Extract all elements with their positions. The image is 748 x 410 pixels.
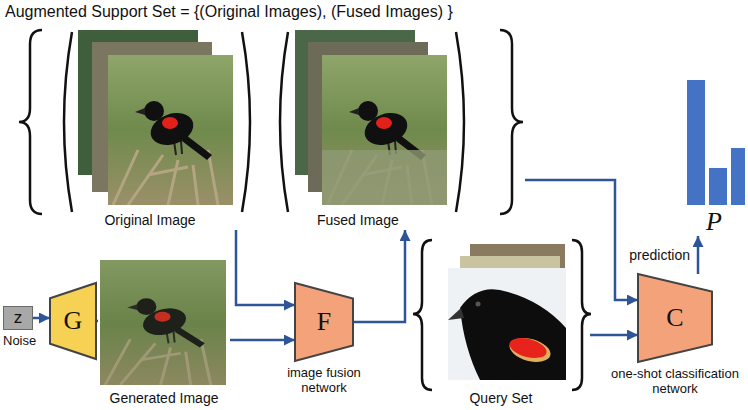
network-letter: F [295, 308, 353, 336]
prediction-chart: P [682, 76, 746, 236]
image-stack: Original Image [60, 28, 240, 230]
image-label: Fused Image [290, 212, 455, 228]
support-set-brackets [19, 30, 523, 214]
flow-arrow [236, 230, 295, 305]
image-stack: Fused Image [290, 28, 455, 230]
right-brace [500, 30, 523, 214]
bird-photo [448, 268, 566, 380]
generator-network: G [50, 283, 96, 359]
right-paren [456, 32, 464, 212]
network-letter: G [50, 307, 96, 335]
query-set: Query Set [412, 236, 590, 408]
right-paren [242, 32, 250, 212]
set-heading: Augmented Support Set = {(Original Image… [5, 2, 453, 22]
bar [687, 80, 705, 205]
edge-label: prediction [627, 247, 692, 263]
network-letter: C [638, 304, 712, 332]
left-brace [413, 240, 432, 390]
noise-symbol: z [4, 308, 32, 328]
image-label: Original Image [60, 212, 240, 228]
flow-arrow [33, 317, 50, 320]
noise-vector: zNoise [3, 306, 33, 330]
flow-arrow [697, 236, 700, 274]
flow-arrow [230, 339, 295, 342]
bar [731, 148, 745, 205]
trapezoid-outline [295, 283, 353, 361]
generated-image [100, 260, 226, 385]
noise-label: Noise [3, 333, 36, 348]
bird-photo [322, 55, 447, 205]
blur-overlay [100, 260, 226, 385]
trapezoid-outline [638, 274, 712, 362]
right-brace [572, 240, 591, 390]
support-set-group: Augmented Support Set = {(Original Image… [5, 0, 525, 235]
bar-chart [687, 80, 745, 205]
fusion-network: Fimage fusion network [295, 283, 353, 361]
left-brace [19, 30, 42, 214]
network-caption: one-shot classification network [602, 366, 748, 396]
trapezoid-outline [50, 283, 96, 359]
bar [709, 168, 727, 205]
image-label: Query Set [412, 390, 590, 406]
original-image-stack [78, 30, 233, 205]
bird-photo [108, 55, 233, 205]
image-label: Generated Image [98, 390, 230, 406]
classifier-network: Cone-shot classification network [638, 274, 712, 362]
fused-patch [322, 150, 447, 205]
left-paren [64, 32, 72, 212]
bird-photo [100, 260, 226, 385]
generated-image: Generated Image [98, 258, 230, 408]
fused-image-stack [295, 30, 447, 205]
flow-arrow [353, 230, 405, 322]
network-caption: image fusion network [274, 365, 374, 395]
query-set-images [413, 240, 591, 390]
flow-arrow [525, 180, 638, 300]
flow-arrow [590, 334, 638, 337]
left-paren [280, 32, 288, 212]
prediction-symbol: P [682, 208, 746, 236]
